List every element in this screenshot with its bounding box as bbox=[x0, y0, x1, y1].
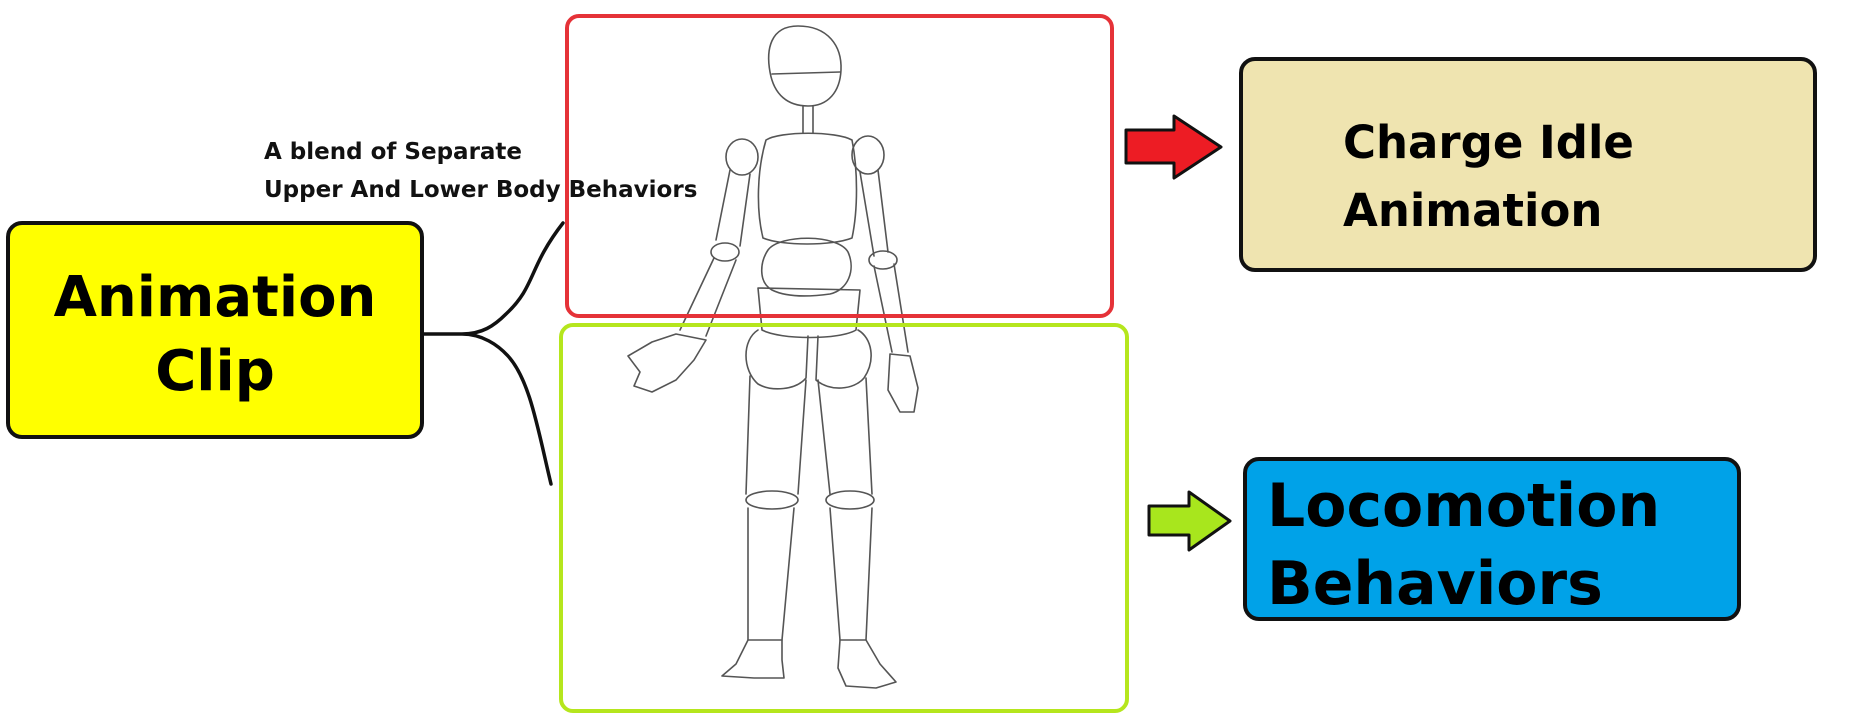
charge-idle-node: Charge Idle Animation bbox=[1239, 57, 1817, 272]
mannequin-right-forearm bbox=[873, 263, 909, 353]
mannequin-right-elbow bbox=[868, 250, 898, 270]
mannequin-figure bbox=[627, 25, 919, 689]
bracket-connector bbox=[422, 221, 565, 486]
mannequin-left-shoulder bbox=[725, 138, 759, 176]
mannequin-left-hand bbox=[627, 333, 707, 393]
mannequin-chest bbox=[757, 132, 858, 245]
lower-body-arrow bbox=[1147, 490, 1232, 552]
mannequin-head bbox=[767, 25, 842, 107]
mannequin-right-hand bbox=[887, 353, 919, 413]
mannequin-left-foot bbox=[721, 639, 785, 679]
upper-body-arrow bbox=[1124, 114, 1223, 180]
mannequin-right-upper-arm bbox=[859, 169, 889, 257]
mannequin-right-knee bbox=[825, 490, 875, 510]
mannequin-head-line bbox=[771, 71, 841, 75]
mannequin-pelvis bbox=[757, 287, 861, 339]
mannequin-left-upper-arm bbox=[715, 169, 751, 247]
mannequin-neck bbox=[802, 105, 814, 134]
blend-annotation: A blend of Separate Upper And Lower Body… bbox=[264, 139, 698, 203]
mannequin-left-thigh bbox=[745, 375, 807, 495]
mannequin-left-knee bbox=[745, 490, 799, 510]
upper-body-region bbox=[565, 14, 1114, 318]
mannequin-left-elbow bbox=[710, 242, 740, 262]
lower-body-region bbox=[559, 323, 1129, 713]
animation-clip-label: Animation Clip bbox=[53, 265, 377, 404]
mannequin-right-shin bbox=[829, 507, 873, 641]
locomotion-node: Locomotion Behaviors bbox=[1243, 457, 1741, 621]
mannequin-right-shoulder bbox=[851, 135, 885, 175]
mannequin-right-thigh bbox=[817, 377, 873, 495]
charge-idle-label: Charge Idle Animation bbox=[1343, 116, 1634, 237]
mannequin-left-hip bbox=[745, 329, 809, 390]
mannequin-right-foot bbox=[837, 639, 897, 689]
mannequin-waist bbox=[760, 237, 852, 297]
locomotion-label: Locomotion Behaviors bbox=[1267, 471, 1661, 619]
animation-clip-node: Animation Clip bbox=[6, 221, 424, 439]
mannequin-right-hip bbox=[815, 329, 872, 389]
mannequin-left-shin bbox=[747, 507, 795, 641]
